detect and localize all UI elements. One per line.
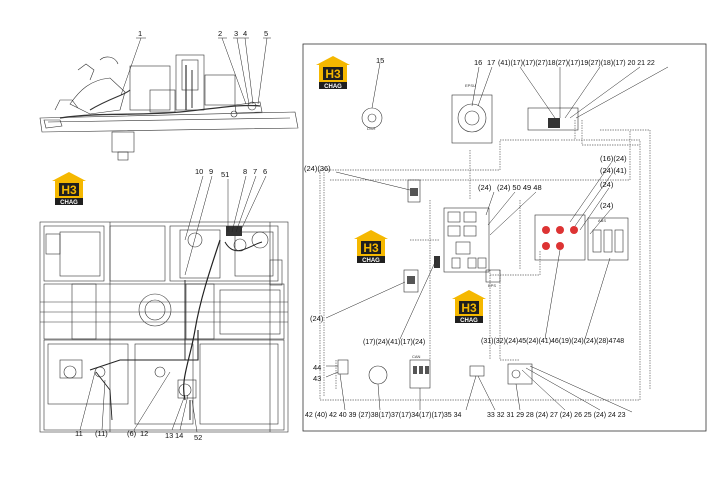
components: DSH EPSU EPS ABS [337, 83, 629, 389]
label-24-50-49-48: (24) 50 49 48 [497, 183, 542, 192]
connector-mid [434, 256, 440, 268]
component-text-5: CAN [412, 354, 421, 359]
switch-33 [469, 365, 485, 377]
label-17: 17 [487, 58, 495, 67]
gauge-component [361, 107, 383, 129]
schematic-labels: 15 16 17 (41)(17)(17)(27)18(27)(17)19(27… [304, 56, 655, 419]
label-24-d: (24) [600, 201, 614, 210]
label-24-c: (24) [600, 180, 614, 189]
logo-text: CHAG [324, 84, 342, 90]
label-43: 43 [313, 374, 321, 383]
label-3: 3 [234, 29, 238, 38]
label-mid-group: (17)(24)(41)(17)(24) [363, 339, 425, 346]
schematic-frame [302, 43, 707, 432]
label-16-24: (16)(24) [600, 154, 627, 163]
label-12: 12 [140, 429, 148, 438]
component-text-2: EPSU [465, 83, 476, 88]
component-text: DSH [367, 126, 376, 131]
component-text-3: EPS [488, 283, 496, 288]
label-24-41: (24)(41) [600, 166, 627, 175]
label-9: 9 [209, 167, 213, 176]
motor-40 [368, 365, 388, 385]
label-2: 2 [218, 29, 222, 38]
label-mid-group-2: (31)(32)(24)45(24)(41)46(19)(24)(24)(28)… [481, 338, 624, 345]
side-view-labels: 1 2 3 4 5 [138, 29, 268, 38]
label-24-e: (24) [310, 314, 324, 323]
label-6: 6 [263, 167, 267, 176]
logo-letters: H3 [461, 301, 477, 315]
top-view-labels: 10 9 51 8 7 6 11 (11) (6) 12 13 14 52 [75, 167, 267, 442]
side-view-chassis [39, 54, 299, 161]
connector-block-top [527, 107, 579, 131]
label-6-paren: (6) [127, 429, 137, 438]
label-52: 52 [194, 433, 202, 442]
label-51: 51 [221, 170, 229, 179]
logo-letters: H3 [61, 183, 77, 197]
label-44: 44 [313, 363, 321, 372]
top-view-leaders [79, 175, 267, 433]
brand-logo-right-mid: H3 CHAG [354, 230, 388, 264]
fuse-panel [443, 207, 490, 273]
top-view-chassis [39, 221, 289, 433]
logo-text: CHAG [460, 318, 478, 324]
label-24-36: (24)(36) [304, 164, 331, 173]
sensor-left [407, 179, 421, 203]
steering-box [451, 94, 493, 144]
label-10: 10 [195, 167, 203, 176]
controller-a [534, 214, 586, 261]
label-5: 5 [264, 29, 268, 38]
label-24-a: (24) [478, 183, 492, 192]
logo-text: CHAG [362, 258, 380, 264]
label-1: 1 [138, 29, 142, 38]
harness-wires [319, 120, 651, 401]
label-bottom-group: 42 (40) 42 40 39 (27)38(17)37(17)34(17)(… [305, 412, 462, 419]
logo-text: CHAG [60, 200, 78, 206]
label-7: 7 [253, 167, 257, 176]
pump-25 [507, 363, 533, 385]
label-11: 11 [75, 429, 83, 438]
brand-logo-left: H3 CHAG [52, 172, 86, 206]
side-view-leaders [120, 37, 271, 105]
label-13: 13 [165, 431, 173, 440]
controller-b [587, 217, 629, 261]
brand-logo-right-bottom: H3 CHAG [452, 290, 486, 324]
label-8: 8 [243, 167, 247, 176]
label-15: 15 [376, 56, 384, 65]
label-4: 4 [243, 29, 247, 38]
logo-letters: H3 [325, 67, 341, 81]
sensor-mid [403, 269, 419, 293]
logo-letters: H3 [363, 241, 379, 255]
schematic-leaders [325, 62, 669, 413]
label-11-paren: (11) [95, 429, 108, 438]
component-text-4: ABS [598, 218, 606, 223]
label-16: 16 [474, 58, 482, 67]
brand-logo-right-top: H3 CHAG [316, 56, 350, 90]
label-top-group: (41)(17)(17)(27)18(27)(17)19(27)(18)(17)… [498, 60, 655, 67]
label-bottom-group-2: 33 32 31 29 28 (24) 27 (24) 26 25 (24) 2… [487, 412, 626, 419]
sensor-44 [337, 359, 349, 375]
label-14: 14 [175, 431, 183, 440]
